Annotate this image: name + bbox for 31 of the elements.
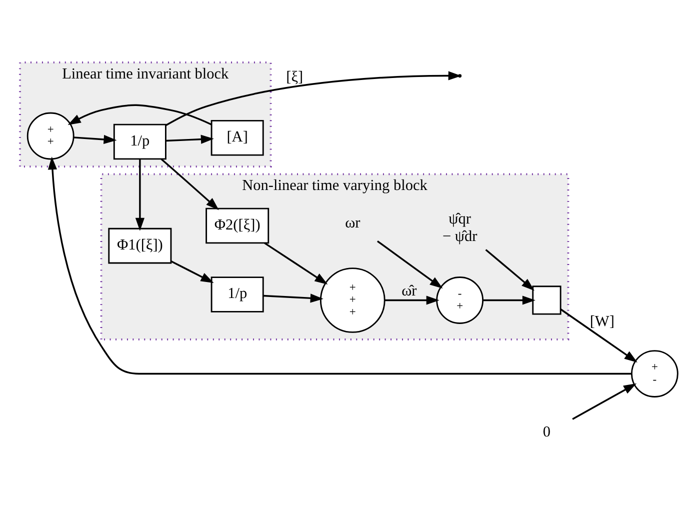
arrow xyxy=(263,294,324,303)
arrow xyxy=(485,249,534,291)
node-circle: + + xyxy=(26,112,74,160)
arrow xyxy=(135,158,144,231)
arrow xyxy=(483,296,536,305)
node-circle: - + xyxy=(436,276,484,324)
node-circle: + - xyxy=(630,350,678,398)
node-circle: + + + xyxy=(320,268,386,333)
arrow xyxy=(170,260,214,283)
edge-label: [W] xyxy=(590,312,614,330)
node-text: ψ̂qr − ψ̂dr xyxy=(442,210,478,245)
arrow xyxy=(264,242,328,284)
arrow xyxy=(560,308,638,362)
node-box: 1/p xyxy=(210,276,264,312)
node-box: Φ2([ξ]) xyxy=(206,208,270,244)
node-text: 0 xyxy=(542,424,551,441)
arrow xyxy=(160,158,219,210)
node-box: [A] xyxy=(210,120,264,156)
node-box xyxy=(532,286,562,315)
arrow xyxy=(68,104,212,126)
node-box: 1/p xyxy=(113,124,166,160)
arrow xyxy=(376,240,443,289)
arrow xyxy=(572,383,637,420)
arrow xyxy=(166,134,214,144)
edge-label: ω̂r xyxy=(402,282,417,300)
arrow xyxy=(384,296,440,305)
arrow xyxy=(74,134,117,144)
edge-label: [ξ] xyxy=(286,68,304,86)
node-text: ωr xyxy=(345,214,360,232)
node-box: Φ1([ξ]) xyxy=(108,228,172,264)
arrow xyxy=(48,156,632,375)
